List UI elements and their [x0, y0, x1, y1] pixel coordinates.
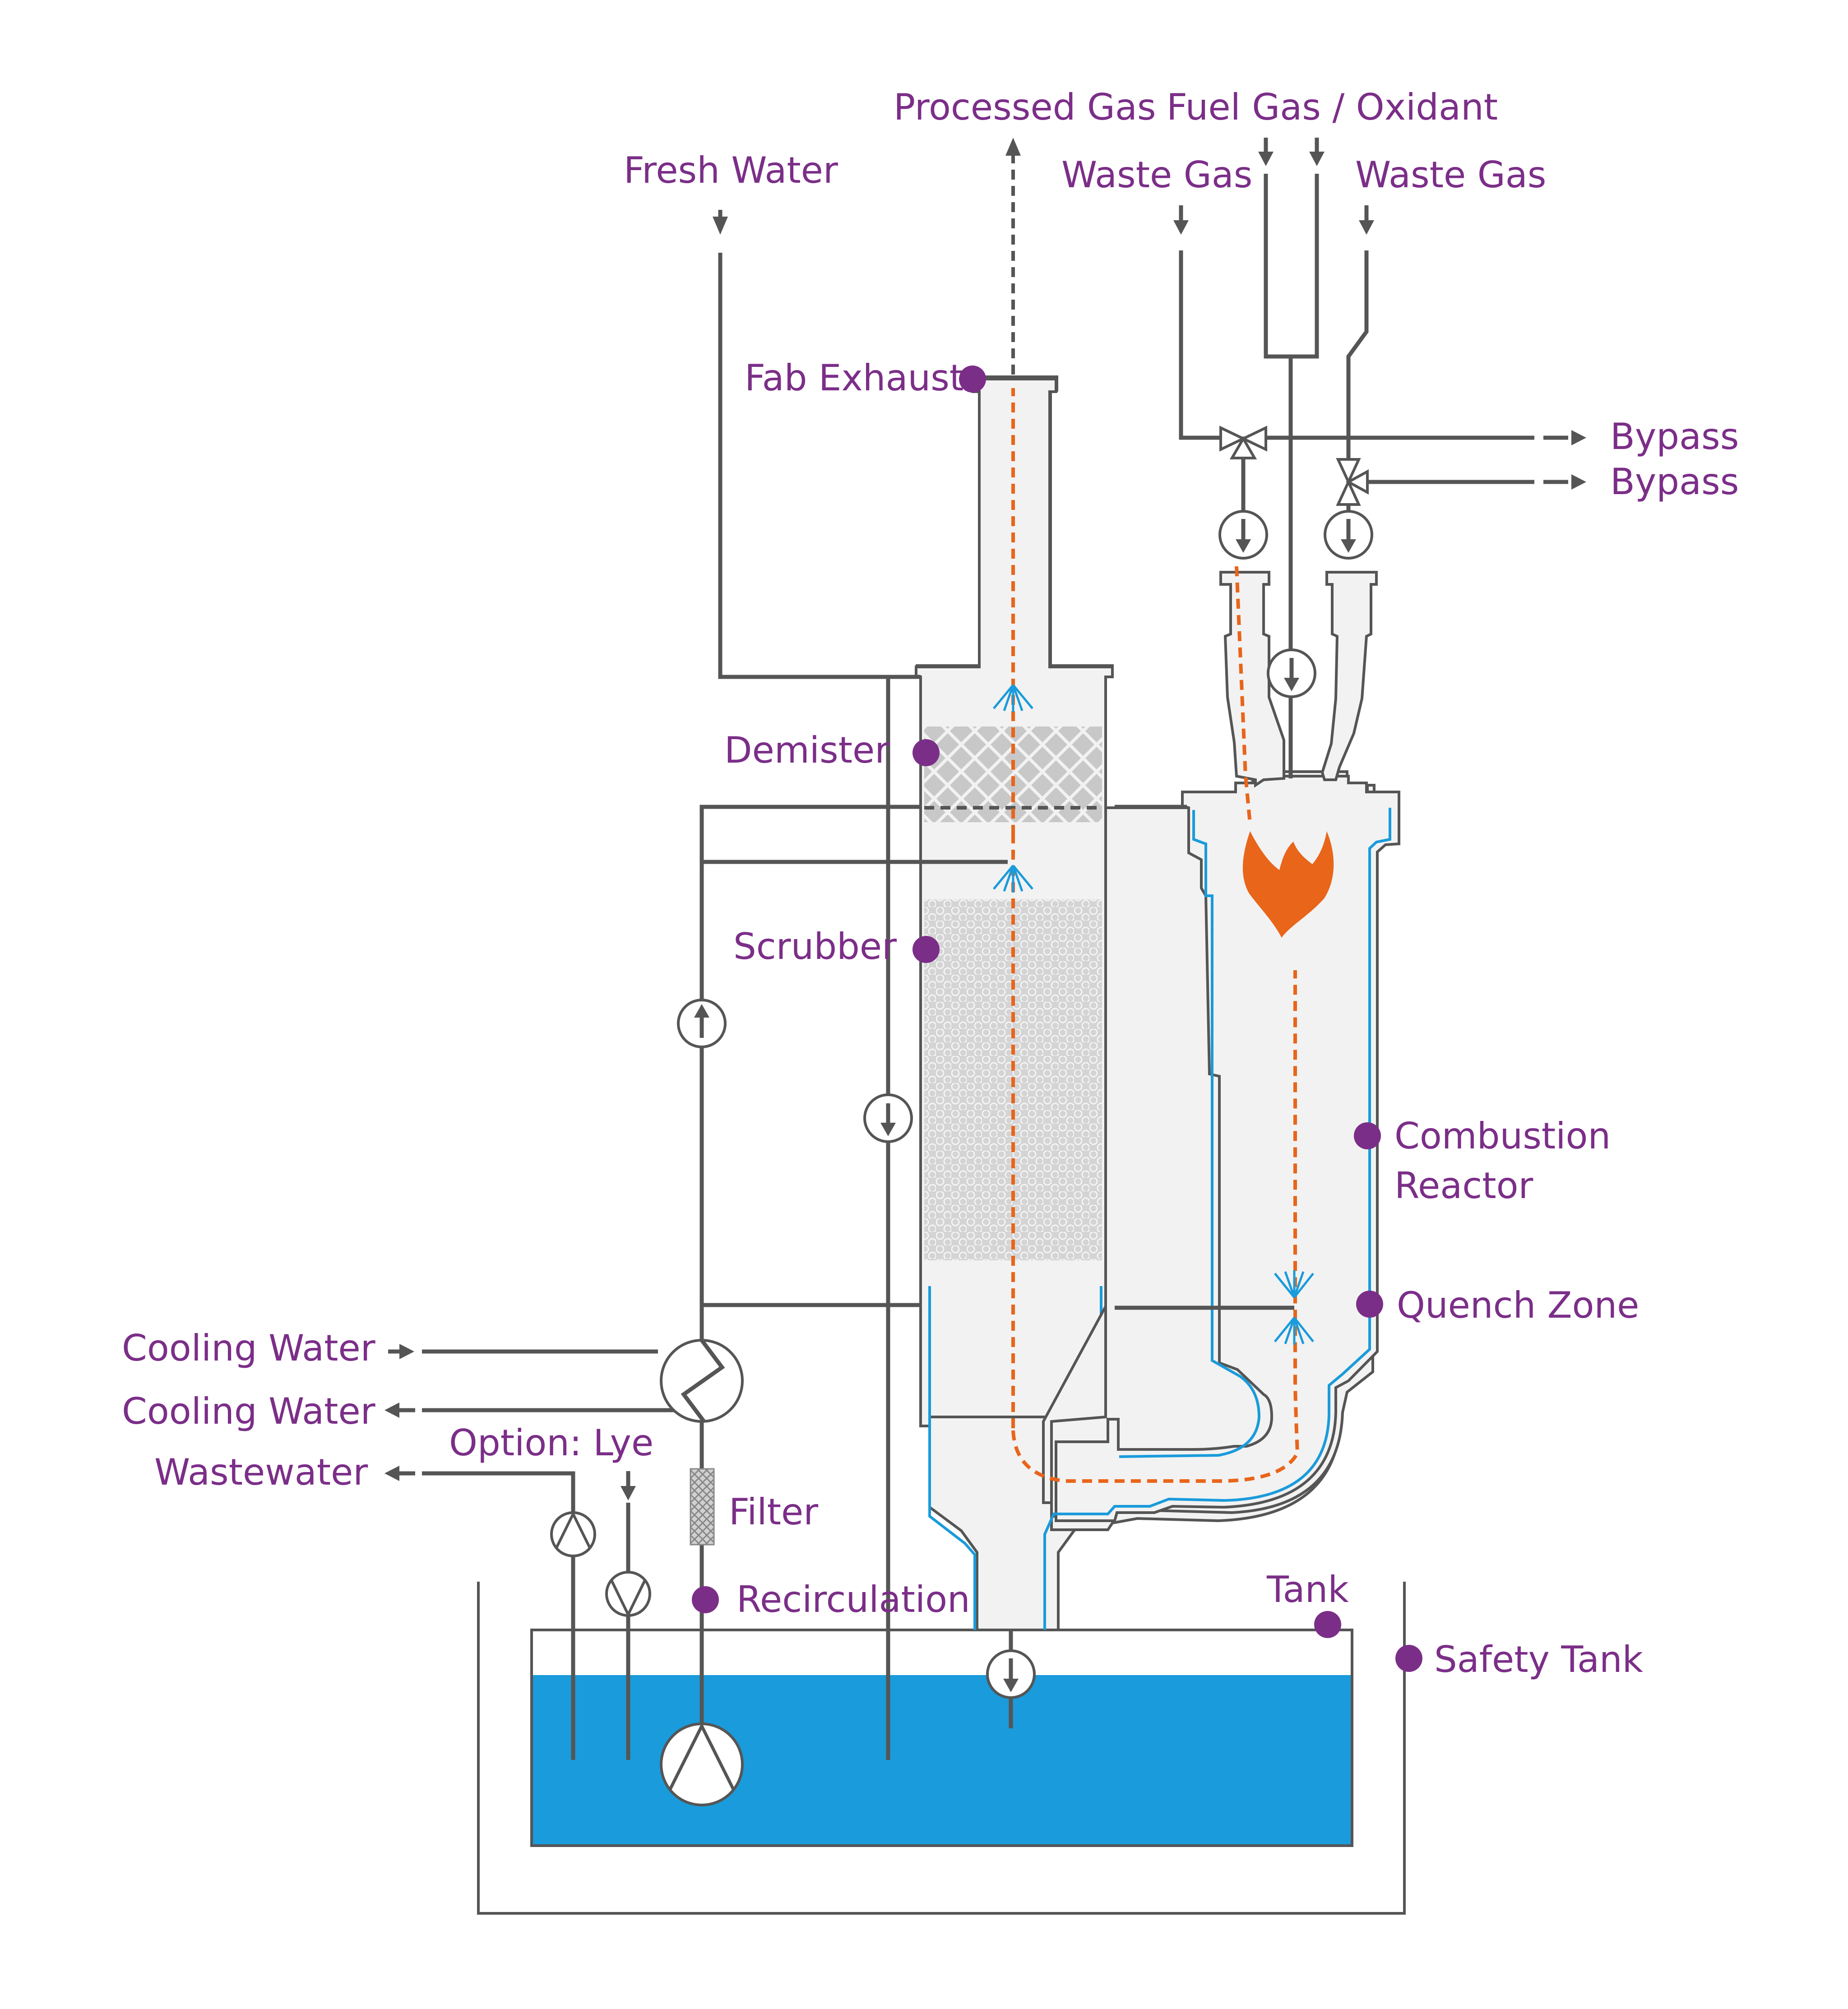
three-way-valve-icon	[1336, 458, 1369, 506]
inlet-arrows	[621, 138, 1374, 1500]
safety-tank	[477, 1582, 1406, 1915]
label-bypass-1: Bypass	[1610, 416, 1739, 458]
water-level	[533, 1675, 1351, 1844]
flow-arrow-icon	[1218, 510, 1268, 560]
label-tank: Tank	[1266, 1569, 1349, 1611]
outlet-arrows	[384, 430, 1586, 1481]
label-option-lye: Option: Lye	[449, 1422, 653, 1464]
inlet-nozzle-right	[1320, 571, 1378, 781]
pump-icon	[550, 1511, 596, 1557]
heat-exchanger-icon	[660, 1339, 744, 1423]
spray-nozzle-icon	[1274, 1270, 1314, 1345]
label-recirculation: Recirculation	[736, 1578, 970, 1620]
label-filter: Filter	[729, 1491, 818, 1533]
label-processed-gas: Processed Gas	[894, 86, 1156, 128]
label-cooling-water-out: Cooling Water	[122, 1390, 375, 1432]
flow-arrow-icon	[677, 999, 727, 1048]
flame-icon	[1242, 831, 1334, 938]
reactor-shell	[1043, 775, 1400, 1630]
labels: Processed Gas Fuel Gas / Oxidant Fresh W…	[122, 86, 1739, 1680]
label-combustion: Combustion	[1394, 1115, 1611, 1157]
label-waste-gas-left: Waste Gas	[1061, 154, 1252, 196]
inlet-nozzle-left	[1219, 571, 1285, 788]
label-scrubber: Scrubber	[733, 926, 897, 967]
flow-arrow-icon	[1324, 510, 1373, 560]
spray-nozzle-icon	[993, 865, 1033, 893]
flow-arrow-icon	[863, 1093, 913, 1143]
label-wastewater: Wastewater	[154, 1451, 368, 1493]
tank	[530, 1629, 1353, 1847]
label-markers	[692, 366, 1422, 1672]
label-fresh-water: Fresh Water	[624, 149, 838, 191]
flow-arrow-icon	[1267, 648, 1316, 698]
label-cooling-water-in: Cooling Water	[122, 1327, 375, 1369]
label-fuel-gas-oxidant: Fuel Gas / Oxidant	[1167, 86, 1498, 128]
label-quench-zone: Quench Zone	[1397, 1284, 1639, 1326]
spray-nozzle-icon	[993, 684, 1033, 712]
label-bypass-2: Bypass	[1610, 461, 1739, 503]
label-reactor: Reactor	[1394, 1165, 1533, 1207]
filter-icon	[690, 1468, 715, 1546]
label-waste-gas-right: Waste Gas	[1355, 154, 1546, 196]
label-fab-exhaust: Fab Exhaust	[745, 357, 963, 399]
gas-flow-path	[1011, 388, 1300, 1483]
pump-icon	[605, 1571, 651, 1618]
flow-arrow-icon	[986, 1649, 1036, 1699]
label-demister: Demister	[724, 729, 889, 771]
label-safety-tank: Safety Tank	[1434, 1639, 1644, 1680]
three-way-valve-icon	[1219, 426, 1267, 459]
pump-icon	[660, 1722, 744, 1806]
